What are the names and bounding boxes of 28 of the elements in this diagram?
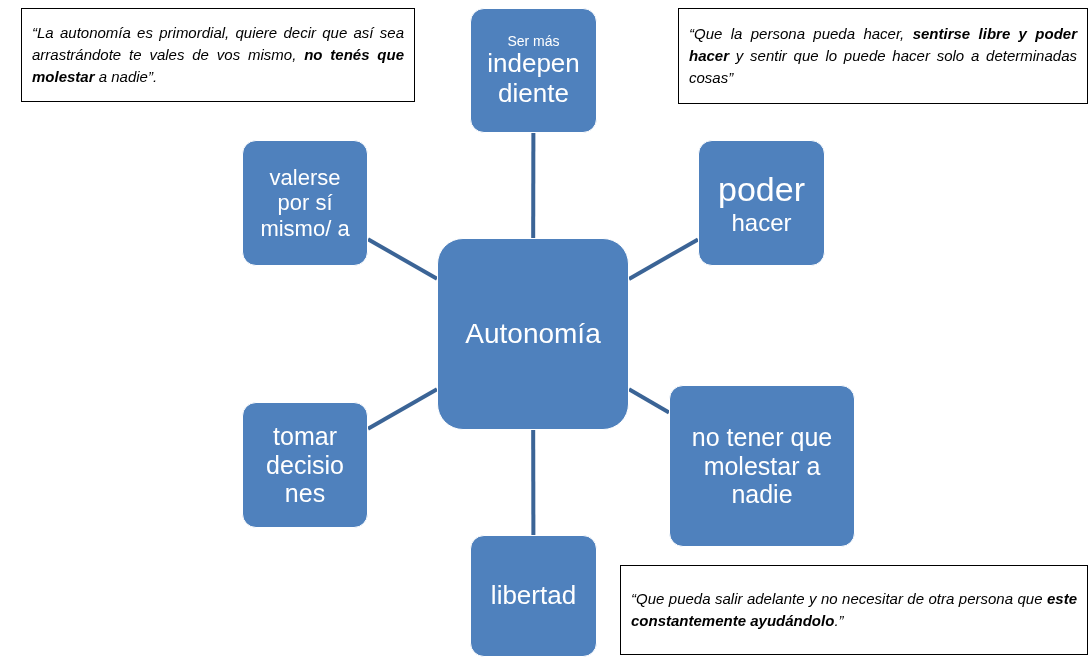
concept-box: [242, 402, 368, 528]
connector-line: [367, 237, 438, 281]
connector-line: [531, 133, 536, 238]
connector-line: [531, 430, 536, 535]
connector-line: [628, 387, 670, 415]
quote-box: [678, 8, 1088, 104]
connector-line: [628, 237, 699, 281]
concept-label: valerse por sí mismo/ a: [259, 165, 351, 241]
quote-box: [21, 8, 415, 102]
concept-box: [470, 8, 597, 133]
quote-text: “Que la persona pueda hacer, sentirse libre y poder hacer y sentir que lo puede hacer solo a determinadas cosas”: [689, 24, 1077, 88]
central-concept-box: [437, 238, 629, 430]
concept-label: indepen diente: [486, 48, 581, 109]
concept-label: libertad: [490, 581, 577, 611]
concept-label: hacer: [731, 208, 792, 237]
concept-label: no tener que molestar a nadie: [690, 422, 834, 510]
concept-box: [242, 140, 368, 266]
concept-box: [669, 385, 855, 547]
concept-label: tomar decisio nes: [265, 421, 345, 509]
concept-label: Ser más: [507, 32, 560, 49]
concept-box: [698, 140, 825, 266]
quote-text: “La autonomía es primordial, quiere decir que así sea arrastrándote te vales de vos mismo, no tenés que molestar a nadie”.: [32, 23, 404, 87]
concept-box: [470, 535, 597, 657]
connector-line: [367, 387, 438, 431]
quote-text: “Que pueda salir adelante y no necesitar de otra persona que este constantemente ayudándolo.”: [631, 589, 1077, 631]
concept-label: poder: [718, 169, 805, 209]
concept-label: Autonomía: [465, 317, 601, 351]
quote-box: [620, 565, 1088, 655]
